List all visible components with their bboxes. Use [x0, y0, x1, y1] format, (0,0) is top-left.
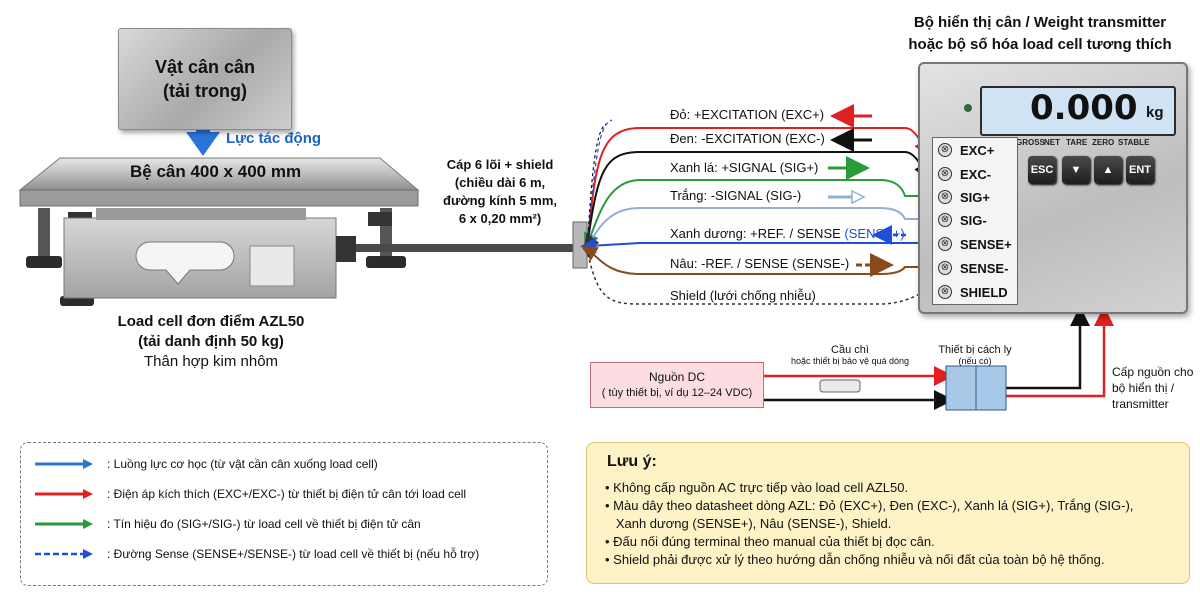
status-tare: TARE	[1066, 138, 1088, 147]
platform-label: Bệ cân 400 x 400 mm	[130, 162, 302, 181]
note-item: • Shield phải được xử lý theo hướng dẫn …	[605, 552, 1105, 567]
wire-exc-minus	[587, 151, 929, 241]
screw-icon: ⊗	[938, 167, 952, 181]
down-button[interactable]: ▼	[1062, 156, 1090, 184]
load-cell-body	[63, 208, 356, 299]
status-stable: STABLE	[1118, 138, 1150, 147]
screw-icon: ⊗	[938, 213, 952, 227]
scale-platform	[18, 157, 420, 207]
wire-sense-plus	[580, 237, 926, 254]
isolator-icon	[945, 365, 1007, 411]
wire-label-sense-plus: Xanh dương: +REF. / SENSE (SENSE+)	[670, 226, 905, 241]
lcd-unit: kg	[1146, 104, 1164, 121]
wire-label-sig-minus: Trắng: -SIGNAL (SIG-)	[670, 188, 802, 203]
wire-label-exc-minus: Đen: -EXCITATION (EXC-)	[670, 131, 825, 146]
terminal-sig-plus: ⊗SIG+	[933, 185, 1017, 209]
note-item: • Màu dây theo datasheet dòng AZL: Đỏ (E…	[605, 498, 1134, 513]
force-label: Lực tác động	[226, 130, 322, 147]
wire-label-shield: Shield (lưới chống nhiễu)	[670, 288, 816, 303]
supply-label: Cấp nguồn cho bộ hiển thị / transmitter	[1112, 365, 1194, 411]
esc-button[interactable]: ESC	[1028, 156, 1056, 184]
cable	[356, 244, 576, 252]
notes-panel: Lưu ý: • Không cấp nguồn AC trực tiếp và…	[586, 442, 1190, 584]
load-cell-label: Load cell đơn điểm AZL50 (tải danh định …	[117, 313, 305, 370]
wire-label-exc-plus: Đỏ: +EXCITATION (EXC+)	[670, 107, 825, 122]
cable-gland	[572, 221, 588, 269]
screw-icon: ⊗	[938, 237, 952, 251]
blue-arrow-icon	[35, 459, 93, 469]
screw-icon: ⊗	[938, 143, 952, 157]
wire-sig-minus	[582, 207, 926, 251]
note-item: Xanh dương (SENSE+), Nâu (SENSE-), Shiel…	[605, 516, 892, 531]
legend-item-excitation: : Điện áp kích thích (EXC+/EXC-) từ thiế…	[35, 487, 466, 501]
up-button[interactable]: ▲	[1094, 156, 1122, 184]
terminal-sense-plus: ⊗SENSE+	[933, 232, 1017, 256]
note-item: • Đấu nối đúng terminal theo manual của …	[605, 534, 935, 549]
lcd-weight-value: 0.000	[1030, 88, 1138, 128]
legend-item-sense: : Đường Sense (SENSE+/SENSE-) từ load ce…	[35, 547, 479, 561]
weight-label-2: (tải trong)	[163, 81, 247, 101]
indicator-led	[964, 104, 972, 112]
notes-title: Lưu ý:	[607, 453, 657, 470]
legend: : Luồng lực cơ học (từ vật cần cân xuống…	[20, 442, 548, 586]
fuse-label: Cầu chì hoặc thiết bị bảo vệ quá dòng	[790, 344, 910, 366]
status-net: NET	[1044, 138, 1060, 147]
wire-sig-plus	[584, 179, 926, 250]
terminal-sense-minus: ⊗SENSE-	[933, 256, 1017, 280]
screw-icon: ⊗	[938, 261, 952, 275]
enter-button[interactable]: ENT	[1126, 156, 1154, 184]
weight-label-1: Vật cân cân	[154, 57, 256, 77]
lcd-screen	[980, 86, 1176, 136]
wire-exc-plus	[587, 127, 929, 239]
terminal-exc-plus: ⊗EXC+	[933, 138, 1017, 162]
note-item: • Không cấp nguồn AC trực tiếp vào load …	[605, 480, 909, 495]
status-zero: ZERO	[1092, 138, 1115, 147]
dc-power-supply: Nguồn DC ( tùy thiết bị, ví dụ 12–24 VDC…	[590, 362, 764, 408]
cable-label: Cáp 6 lõi + shield (chiều dài 6 m, đường…	[443, 157, 557, 226]
terminal-block: ⊗EXC+ ⊗EXC- ⊗SIG+ ⊗SIG- ⊗SENSE+ ⊗SENSE- …	[932, 137, 1018, 305]
red-arrow-icon	[35, 489, 93, 499]
status-gross: GROSS	[1016, 138, 1045, 147]
green-arrow-icon	[35, 519, 93, 529]
dashed-blue-arrow-icon	[35, 549, 93, 559]
screw-icon: ⊗	[938, 285, 952, 299]
screw-icon: ⊗	[938, 190, 952, 204]
display-title: Bộ hiển thị cân / Weight transmitter hoặ…	[908, 14, 1172, 53]
wire-label-sense-minus: Nâu: -REF. / SENSE (SENSE-)	[670, 256, 850, 271]
legend-item-signal: : Tín hiệu đo (SIG+/SIG-) từ load cell v…	[35, 517, 421, 531]
wire-sense-minus	[581, 245, 926, 275]
terminal-shield: ⊗SHIELD	[933, 280, 1017, 304]
terminal-exc-minus: ⊗EXC-	[933, 162, 1017, 186]
weight-object: Vật cân cân (tải trong)	[118, 28, 292, 130]
wire-shield	[587, 253, 931, 305]
wire-label-sig-plus: Xanh lá: +SIGNAL (SIG+)	[670, 160, 819, 175]
legend-item-force: : Luồng lực cơ học (từ vật cần cân xuống…	[35, 457, 378, 471]
terminal-sig-minus: ⊗SIG-	[933, 208, 1017, 232]
fuse-icon	[819, 379, 861, 393]
isolator-label: Thiết bị cách ly (nếu có)	[938, 344, 1012, 366]
